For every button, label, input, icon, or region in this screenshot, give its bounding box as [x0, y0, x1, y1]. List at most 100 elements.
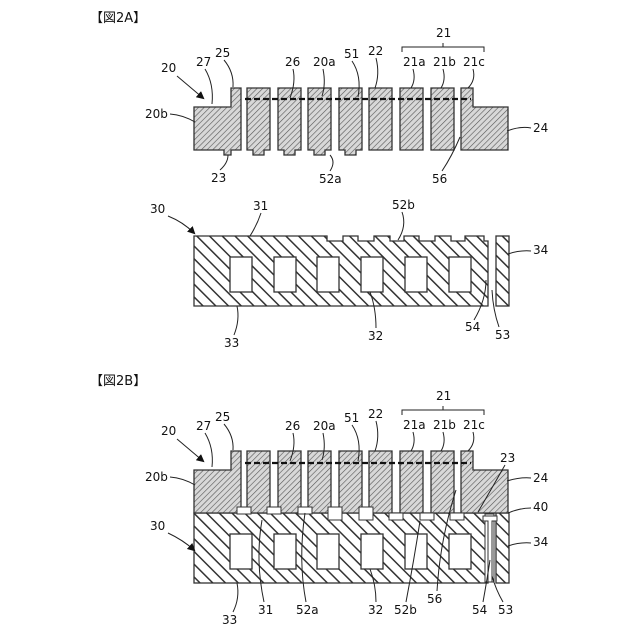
label-b-27: 27	[196, 419, 211, 433]
label-b-52a: 52a	[296, 603, 319, 617]
leader-52a	[330, 155, 333, 171]
label-b-20: 20	[161, 424, 176, 438]
plate-30-right-piece	[496, 236, 509, 306]
label-52b: 52b	[392, 198, 415, 212]
plate-20-b-left-block	[194, 451, 241, 513]
cavity-b-5	[405, 534, 427, 569]
label-b-20b: 20b	[145, 470, 168, 484]
label-30: 30	[150, 202, 165, 216]
label-b-26: 26	[285, 419, 300, 433]
leader-b-34	[508, 543, 531, 546]
plate-30-assembled	[194, 513, 509, 583]
label-b-20a: 20a	[313, 419, 336, 433]
label-20b: 20b	[145, 107, 168, 121]
label-b-40: 40	[533, 500, 548, 514]
cavity-6	[449, 257, 471, 292]
leader-27	[205, 69, 212, 104]
cavity-2	[274, 257, 296, 292]
label-53: 53	[495, 328, 510, 342]
bump-1	[237, 507, 251, 514]
bump-5	[359, 507, 373, 520]
leader-22	[375, 58, 378, 88]
bump-7	[420, 513, 434, 520]
label-33: 33	[224, 336, 239, 350]
leader-21a	[411, 69, 414, 88]
label-b-34: 34	[533, 535, 548, 549]
arrow-30	[168, 216, 194, 233]
bump-8	[450, 513, 464, 520]
plate-20-b-strip-2	[278, 451, 301, 513]
leader-b-21a	[411, 432, 414, 451]
label-34: 34	[533, 243, 548, 257]
label-b-30: 30	[150, 519, 165, 533]
leader-34	[508, 251, 531, 254]
cavity-3	[317, 257, 339, 292]
leader-21b	[441, 69, 444, 88]
cavity-1	[230, 257, 252, 292]
label-52a: 52a	[319, 172, 342, 186]
label-21b: 21b	[433, 55, 456, 69]
label-21: 21	[436, 26, 451, 40]
label-b-25: 25	[215, 410, 230, 424]
label-b-54: 54	[472, 603, 487, 617]
leader-25	[224, 60, 233, 87]
plate-20-strip-7	[431, 88, 454, 150]
cavity-b-1	[230, 534, 252, 569]
leader-b-27	[205, 433, 212, 467]
label-b-33: 33	[222, 613, 237, 627]
label-56: 56	[432, 172, 447, 186]
figure-2a: 【図2A】 20 27 25	[90, 11, 548, 350]
cavity-b-3	[317, 534, 339, 569]
leader-20b	[170, 114, 195, 122]
plate-20-b-strip-3	[308, 451, 331, 513]
label-22: 22	[368, 44, 383, 58]
label-25: 25	[215, 46, 230, 60]
arrow-b-30	[168, 533, 194, 550]
leader-52b	[398, 212, 404, 240]
arrow-b-20	[177, 439, 203, 461]
plate-20-b-strip-1	[247, 451, 270, 513]
label-b-53: 53	[498, 603, 513, 617]
label-21a: 21a	[403, 55, 426, 69]
leader-b-33	[233, 583, 238, 612]
label-21c: 21c	[463, 55, 485, 69]
cavity-b-4	[361, 534, 383, 569]
leader-31	[250, 213, 261, 236]
plate-20-right-block	[461, 88, 508, 150]
leader-b-22	[375, 421, 378, 451]
plate-20-b-strip-6	[400, 451, 423, 513]
label-b-23: 23	[500, 451, 515, 465]
leader-b-21c	[468, 432, 474, 451]
leader-b-25	[224, 424, 233, 450]
plate-20-assembled	[194, 451, 508, 520]
label-b-24: 24	[533, 471, 548, 485]
label-b-21b: 21b	[433, 418, 456, 432]
label-23: 23	[211, 171, 226, 185]
label-31: 31	[253, 199, 268, 213]
bump-6	[389, 513, 403, 520]
label-b-21a: 21a	[403, 418, 426, 432]
cavity-5	[405, 257, 427, 292]
figure-2b-title: 【図2B】	[90, 374, 146, 389]
plate-20	[194, 88, 508, 155]
bump-4	[328, 507, 342, 520]
cavity-b-6	[449, 534, 471, 569]
label-b-22: 22	[368, 407, 383, 421]
bracket-21	[402, 43, 484, 52]
figure-2b: 【図2B】	[90, 374, 548, 627]
plate-20-b-strip-7	[431, 451, 454, 513]
label-20a: 20a	[313, 55, 336, 69]
leader-b-20b	[170, 477, 195, 485]
label-b-31: 31	[258, 603, 273, 617]
label-32: 32	[368, 329, 383, 343]
leader-23	[220, 155, 228, 170]
plate-20-b-strip-5	[369, 451, 392, 513]
leader-24	[507, 127, 531, 131]
plate-20-strip-5	[369, 88, 392, 150]
label-27: 27	[196, 55, 211, 69]
bump-3	[298, 507, 312, 514]
label-51: 51	[344, 47, 359, 61]
leader-b-21b	[441, 432, 444, 451]
leader-33	[234, 306, 238, 335]
label-b-21: 21	[436, 389, 451, 403]
